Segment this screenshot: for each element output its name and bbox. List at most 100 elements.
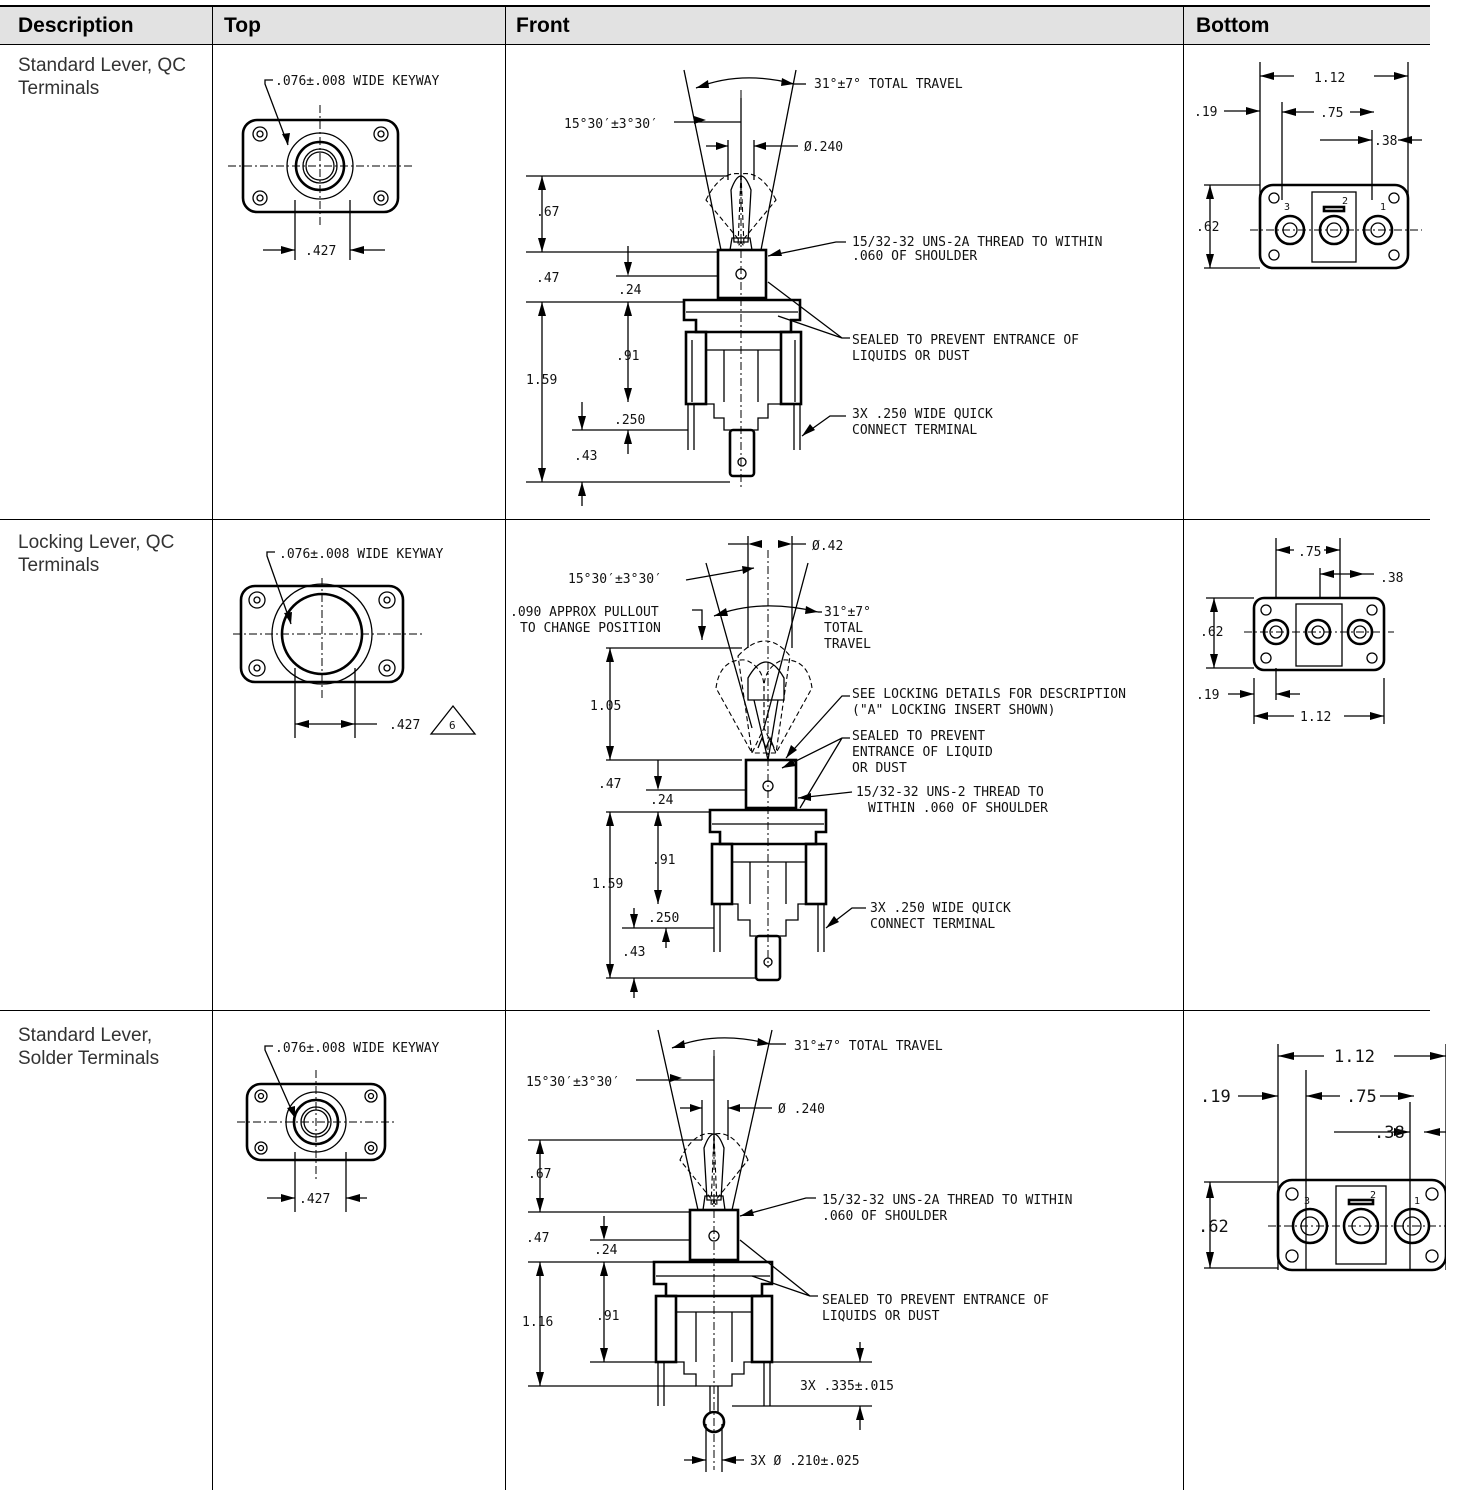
row1-thread-line2: .060 OF SHOULDER <box>852 249 977 264</box>
row2-terminal-line1: 3X .250 WIDE QUICK <box>870 901 1011 916</box>
row2-terminal-line2: CONNECT TERMINAL <box>870 917 995 932</box>
row1-bottom-d75: .75 <box>1320 106 1343 121</box>
row2-top-width: .427 <box>389 718 420 733</box>
row2-dim-159: 1.59 <box>592 877 623 892</box>
row1-keyway-label: .076±.008 WIDE KEYWAY <box>275 74 440 89</box>
row3-pin-2: 2 <box>1370 1190 1376 1201</box>
row1-dim-67: .67 <box>536 205 559 220</box>
row1-angle-label: 15°30′±3°30′ <box>564 117 658 132</box>
row3-solder-length: 3X .335±.015 <box>800 1379 894 1394</box>
row3-dim-116: 1.16 <box>522 1315 553 1330</box>
col-divider-3 <box>1183 6 1184 1490</box>
row3-dim-67: .67 <box>528 1167 551 1182</box>
row2-dim-43: .43 <box>622 945 645 960</box>
row1-bottom-d112: 1.12 <box>1314 71 1345 86</box>
row2-dim-47: .47 <box>598 777 621 792</box>
header-bottom: Bottom <box>1196 14 1270 37</box>
row2-dim-91: .91 <box>652 853 675 868</box>
row1-description: Standard Lever, QC Terminals <box>18 55 186 99</box>
row3-dim-91: .91 <box>596 1309 619 1324</box>
row2-bottom-d112: 1.12 <box>1300 710 1331 725</box>
row1-bottom-d19: .19 <box>1194 105 1217 120</box>
row2-bottom-d19: .19 <box>1196 688 1219 703</box>
row1-bottom-d62: .62 <box>1196 220 1219 235</box>
row2-sealed-line2: ENTRANCE OF LIQUID <box>852 745 993 760</box>
header-description: Description <box>18 14 134 37</box>
row2-travel-line3: TRAVEL <box>824 637 871 652</box>
row3-thread-line1: 15/32-32 UNS-2A THREAD TO WITHIN <box>822 1193 1072 1208</box>
row2-thread-line2: WITHIN .060 OF SHOULDER <box>868 801 1048 816</box>
row2-bottom-d38: .38 <box>1380 571 1403 586</box>
row2-top-drawing: .076±.008 WIDE KEYWAY .427 6 <box>233 547 477 738</box>
row-divider-1 <box>0 519 1430 520</box>
row2-keyway-label: .076±.008 WIDE KEYWAY <box>279 547 444 562</box>
row3-travel-label: 31°±7° TOTAL TRAVEL <box>794 1039 943 1054</box>
row1-top-drawing: .076±.008 WIDE KEYWAY .427 <box>228 74 440 260</box>
row2-thread-line1: 15/32-32 UNS-2 THREAD TO <box>856 785 1044 800</box>
row3-bottom-d19: .19 <box>1200 1087 1231 1107</box>
row1-dim-159: 1.59 <box>526 373 557 388</box>
row3-sealed-line2: LIQUIDS OR DUST <box>822 1309 940 1324</box>
row1-thread-line1: 15/32-32 UNS-2A THREAD TO WITHIN <box>852 235 1102 250</box>
row3-description: Standard Lever, Solder Terminals <box>18 1025 160 1069</box>
row3-thread-line2: .060 OF SHOULDER <box>822 1209 947 1224</box>
row2-sealed-line3: OR DUST <box>852 761 907 776</box>
row3-solder-diameter: 3X Ø .210±.025 <box>750 1454 860 1469</box>
row2-top-note: 6 <box>449 719 456 732</box>
row1-top-width: .427 <box>305 244 336 259</box>
row3-bottom-d38: .38 <box>1374 1123 1405 1143</box>
row2-pullout-line2: TO CHANGE POSITION <box>520 621 661 636</box>
row3-bottom-drawing: 1.12 .19 .75 .38 .62 3 2 1 <box>1198 1044 1446 1272</box>
row1-dim-91: .91 <box>616 349 639 364</box>
row2-angle-label: 15°30′±3°30′ <box>568 572 662 587</box>
row3-sealed-line1: SEALED TO PREVENT ENTRANCE OF <box>822 1293 1049 1308</box>
row3-angle-label: 15°30′±3°30′ <box>526 1075 620 1090</box>
row2-bottom-drawing: .75 .38 .62 .19 1.12 <box>1196 538 1403 725</box>
row1-bottom-d38: .38 <box>1374 134 1397 149</box>
rule-header <box>0 44 1430 45</box>
row3-pin-3: 3 <box>1304 1196 1310 1207</box>
row3-keyway-label: .076±.008 WIDE KEYWAY <box>275 1041 440 1056</box>
row2-locking-line2: ("A" LOCKING INSERT SHOWN) <box>852 703 1056 718</box>
row3-top-width: .427 <box>299 1192 330 1207</box>
row1-bottom-drawing: 1.12 .75 .38 .19 .62 3 2 1 <box>1194 62 1422 270</box>
row2-description: Locking Lever, QC Terminals <box>18 532 175 576</box>
header-front: Front <box>516 14 570 37</box>
row2-sealed-line1: SEALED TO PREVENT <box>852 729 985 744</box>
row1-dim-250: .250 <box>614 413 645 428</box>
row1-dim-47: .47 <box>536 271 559 286</box>
row2-diameter-label: Ø.42 <box>812 539 843 554</box>
col-divider-2 <box>505 6 506 1490</box>
row2-travel-line2: TOTAL <box>824 621 863 636</box>
row2-front-drawing: Ø.42 15°30′±3°30′ 31°±7° TOTAL TRAVEL .0… <box>510 536 1126 998</box>
row1-diameter-label: Ø.240 <box>804 140 843 155</box>
row3-top-drawing: .076±.008 WIDE KEYWAY .427 <box>237 1041 440 1212</box>
row3-bottom-d75: .75 <box>1346 1087 1377 1107</box>
row3-bottom-d62: .62 <box>1198 1217 1229 1237</box>
row2-travel-line1: 31°±7° <box>824 605 871 620</box>
row3-front-drawing: 31°±7° TOTAL TRAVEL 15°30′±3°30′ Ø .240 … <box>522 1029 1072 1472</box>
row1-front-drawing: 31°±7° TOTAL TRAVEL 15°30′±3°30′ Ø.240 <box>526 69 1102 506</box>
row2-bottom-d75: .75 <box>1298 545 1321 560</box>
row3-dim-47: .47 <box>526 1231 549 1246</box>
row2-dim-250: .250 <box>648 911 679 926</box>
row2-bottom-d62: .62 <box>1200 625 1223 640</box>
row1-dim-43: .43 <box>574 449 597 464</box>
row3-diameter-label: Ø .240 <box>778 1102 825 1117</box>
row1-travel-label: 31°±7° TOTAL TRAVEL <box>814 77 963 92</box>
row1-dim-24: .24 <box>618 283 642 298</box>
col-divider-1 <box>212 6 213 1490</box>
row1-sealed-line2: LIQUIDS OR DUST <box>852 349 970 364</box>
row3-bottom-d112: 1.12 <box>1334 1047 1375 1067</box>
row2-pullout-line1: .090 APPROX PULLOUT <box>510 605 659 620</box>
row2-dim-24: .24 <box>650 793 674 808</box>
row1-pin-3: 3 <box>1284 202 1290 213</box>
row2-dim-105: 1.05 <box>590 699 621 714</box>
row1-terminal-line2: CONNECT TERMINAL <box>852 423 977 438</box>
header-row: Description Top Front Bottom <box>0 6 1430 44</box>
row3-pin-1: 1 <box>1414 1196 1420 1207</box>
row1-pin-1: 1 <box>1380 202 1386 213</box>
header-top: Top <box>224 14 261 37</box>
row3-dim-24: .24 <box>594 1243 618 1258</box>
